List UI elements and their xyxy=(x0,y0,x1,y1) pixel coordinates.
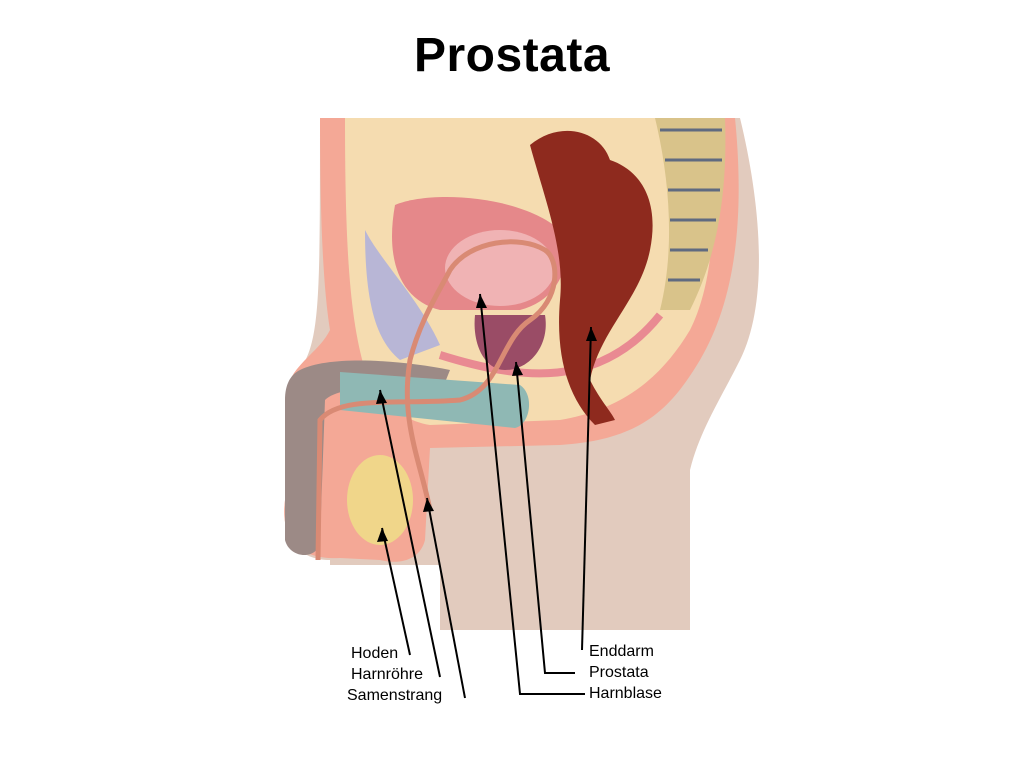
pelvic-floor xyxy=(438,312,664,378)
rectum xyxy=(530,130,653,426)
pointer-lines xyxy=(379,293,592,699)
label-prostata: Prostata xyxy=(589,664,649,681)
label-hoden: Hoden xyxy=(351,645,399,662)
pointer-enddarm xyxy=(581,326,592,651)
vas-deferens xyxy=(315,239,558,561)
pointer-prostata xyxy=(515,361,575,674)
spine xyxy=(655,118,726,310)
label-samenstrang: Samenstrang xyxy=(347,687,443,704)
testis xyxy=(347,455,413,545)
pointer-samenstrang xyxy=(426,497,466,699)
pointer-harnroehre xyxy=(379,389,441,678)
label-harnblase: Harnblase xyxy=(589,685,662,702)
pointer-hoden xyxy=(381,527,411,656)
label-harnroehre: Harnröhre xyxy=(351,666,424,683)
label-enddarm: Enddarm xyxy=(589,643,654,660)
diagram-title: Prostata xyxy=(413,29,611,82)
pointer-harnblase xyxy=(479,293,585,695)
